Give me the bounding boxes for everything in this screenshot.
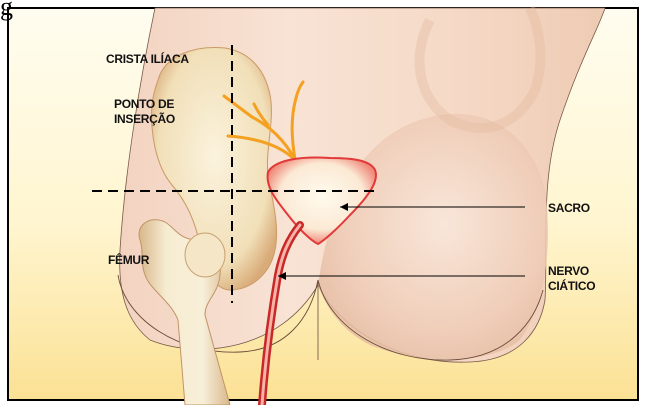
label-nervo-ciatico: NERVO CIÁTICO xyxy=(548,264,595,294)
label-ponto-de-insercao-line2: INSERÇÃO xyxy=(114,112,175,127)
label-nervo-ciatico-line1: NERVO xyxy=(548,264,595,279)
label-ponto-de-insercao-line1: PONTO DE xyxy=(114,97,175,112)
label-nervo-ciatico-line2: CIÁTICO xyxy=(548,279,595,294)
top-left-glyph: g xyxy=(0,0,13,20)
label-ponto-de-insercao: PONTO DE INSERÇÃO xyxy=(114,97,175,127)
label-crista-iliaca: CRISTA ILÍACA xyxy=(106,52,189,67)
femur-head xyxy=(185,233,225,277)
label-femur: FÊMUR xyxy=(108,253,149,268)
label-sacro: SACRO xyxy=(548,201,590,216)
